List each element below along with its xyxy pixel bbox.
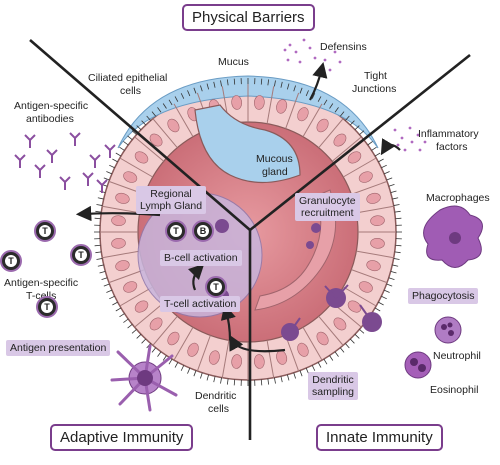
- nuclei: [111, 95, 385, 369]
- mucous-gland-label-2: gland: [262, 166, 288, 178]
- t-cell-lymph-2: T: [205, 276, 227, 298]
- bcell-activation-tag: B-cell activation: [160, 250, 242, 266]
- mucous-gland-label-1: Mucous: [256, 153, 293, 165]
- t-cell-left-4: T: [36, 296, 58, 318]
- arrows: [75, 62, 401, 353]
- regional-line-1: Regional: [150, 188, 192, 200]
- regional-line-2: Lymph Gland: [140, 200, 203, 212]
- dendritic-sampling-line-1: Dendritic: [312, 374, 354, 386]
- dendritic-sampling-line-2: sampling: [312, 386, 355, 398]
- regional-lymph-gland-tag: Regional Lymph Gland: [136, 186, 207, 214]
- t-cell-left-3: T: [0, 250, 22, 272]
- dendritic-cells-label-2: cells: [208, 403, 230, 415]
- dendritic-cell-large: [110, 344, 178, 412]
- antigen-antibodies-label-1: Antigen-specific: [14, 100, 89, 112]
- physical-barriers-title: Physical Barriers: [182, 4, 315, 31]
- tcell-activation-tag: T-cell activation: [160, 296, 241, 312]
- tight-junctions-label-2: Junctions: [352, 83, 397, 95]
- inflammatory-label-1: Inflammatory: [418, 128, 479, 140]
- adaptive-immunity-title: Adaptive Immunity: [50, 424, 194, 451]
- t-cell-lymph-1: T: [165, 220, 187, 242]
- cell-boundaries: [100, 84, 396, 380]
- t-cell-left-1: T: [34, 220, 56, 242]
- neutrophil-shape: [434, 316, 462, 344]
- antigen-presentation-tag: Antigen presentation: [6, 340, 111, 356]
- dendritic-cells-label-1: Dendritic: [195, 390, 237, 402]
- b-cell-lymph: B: [192, 220, 214, 242]
- granulocyte-recruitment-tag: Granulocyte recruitment: [295, 193, 360, 221]
- sector-dividers: [29, 39, 471, 440]
- inflammatory-label-2: factors: [436, 141, 468, 153]
- macrophages-label: Macrophages: [426, 192, 490, 204]
- dendrite-processes: [289, 284, 373, 333]
- neutrophil-label: Neutrophil: [433, 350, 481, 362]
- ciliated-label-1: Ciliated epithelial: [88, 72, 168, 84]
- ciliated-label-2: cells: [120, 85, 142, 97]
- t-cell-left-2: T: [70, 244, 92, 266]
- eosinophil-shape: [404, 351, 432, 379]
- granulocyte-line-1: Granulocyte: [299, 195, 356, 207]
- macrophage-nucleus: [449, 232, 461, 244]
- mucous-gland-shape: [194, 104, 301, 184]
- granulocyte-line-2: recruitment: [301, 207, 354, 219]
- granulocyte-2: [306, 241, 314, 249]
- defensins-label: Defensins: [320, 41, 367, 53]
- defensin-particles: [283, 38, 342, 72]
- antigen-antibodies-label-2: antibodies: [26, 113, 74, 125]
- antibodies: [14, 132, 116, 193]
- tight-junctions-label-1: Tight: [364, 70, 387, 82]
- mucus-label: Mucus: [218, 56, 249, 68]
- eosinophil-label: Eosinophil: [430, 384, 479, 396]
- dendritic-sampling-tag: Dendritic sampling: [308, 372, 359, 400]
- cilia: [94, 78, 402, 386]
- inflammatory-particles: [393, 126, 427, 152]
- granulocyte-1: [311, 223, 321, 233]
- antigen-tcells-label-1: Antigen-specific: [4, 277, 79, 289]
- phagocytosis-tag: Phagocytosis: [408, 288, 479, 304]
- innate-immunity-title: Innate Immunity: [316, 424, 443, 451]
